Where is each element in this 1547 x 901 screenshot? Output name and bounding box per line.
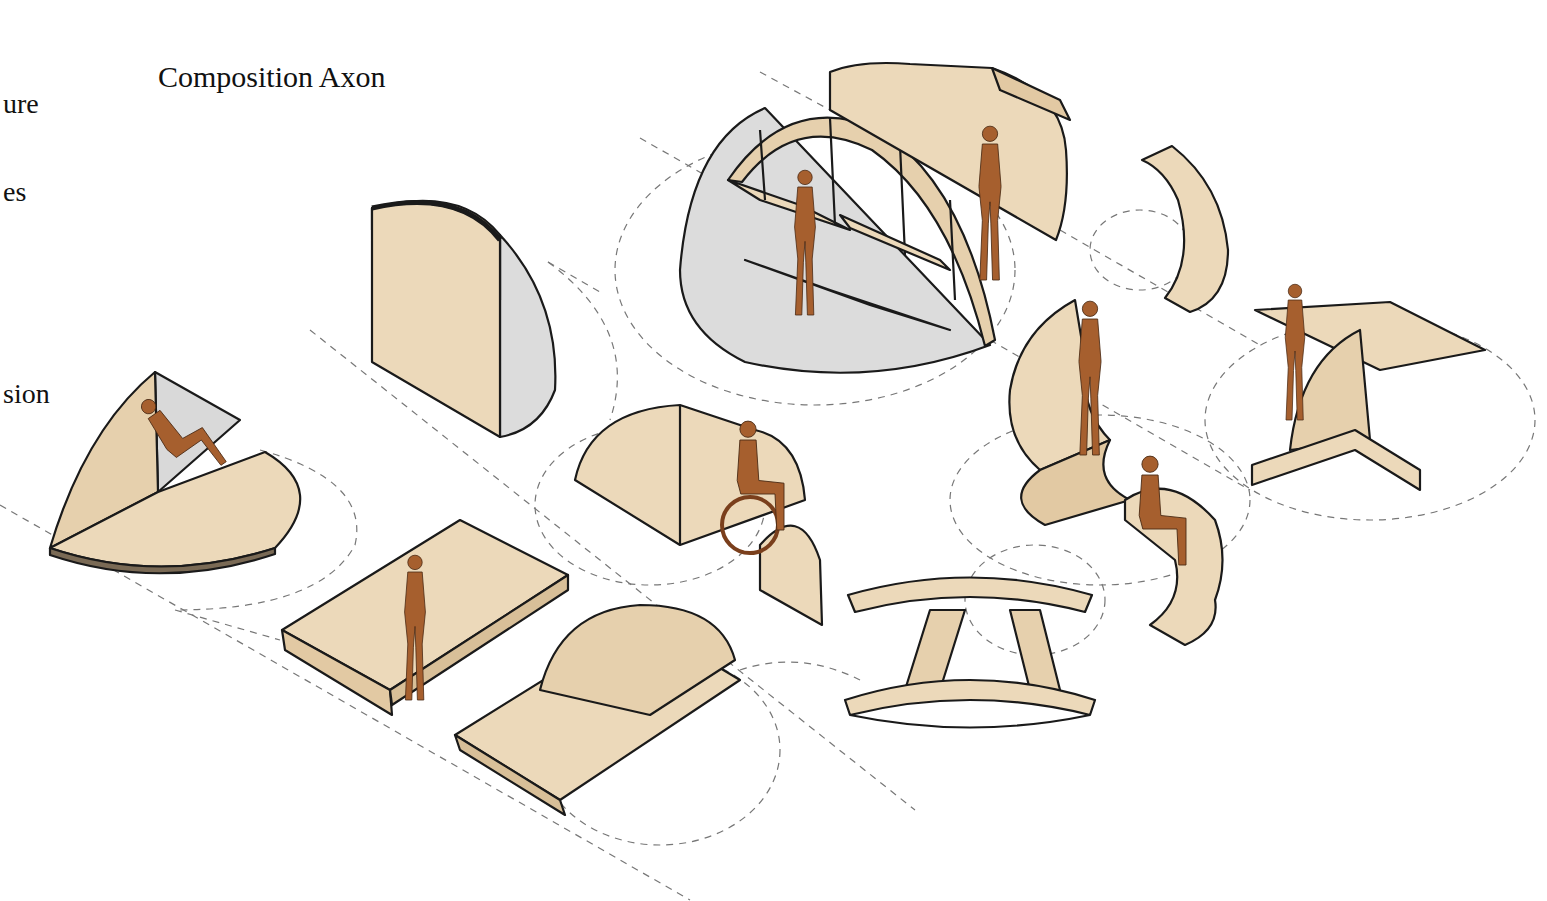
cut-label: ure [3,88,39,120]
cut-label: sion [3,378,50,410]
guide-lines [0,72,1535,900]
furniture [50,63,1485,815]
human-figures [137,126,1305,700]
diagram-title: Composition Axon [158,60,386,94]
cut-label: es [3,176,26,208]
